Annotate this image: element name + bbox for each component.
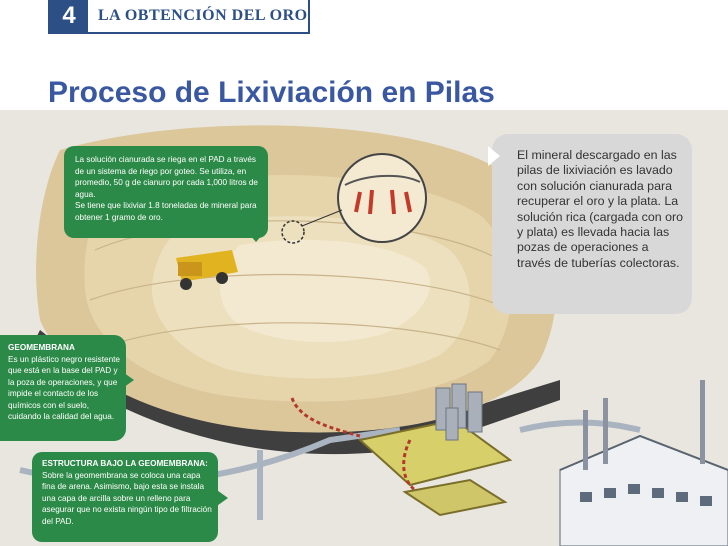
- solution-flow-arrow-2: [402, 439, 417, 492]
- arrow-right-icon: [488, 146, 500, 166]
- liner-structure-callout: ESTRUCTURA BAJO LA GEOMEMBRANA: Sobre la…: [32, 452, 218, 542]
- process-description-callout: El mineral descargado en las pilas de li…: [492, 134, 692, 314]
- process-description-text: El mineral descargado en las pilas de li…: [517, 148, 683, 270]
- callout-pointer: [214, 488, 228, 508]
- section-header: 4 LA OBTENCIÓN DEL ORO: [48, 0, 310, 34]
- process-plant-building: [559, 380, 728, 546]
- pregnant-solution-pool: [357, 418, 513, 487]
- geomembrane-liner: [30, 330, 560, 455]
- section-title: LA OBTENCIÓN DEL ORO: [98, 7, 308, 24]
- liner-structure-title: ESTRUCTURA BAJO LA GEOMEMBRANA:: [42, 459, 208, 468]
- irrigation-callout: La solución cianurada se riega en el PAD…: [64, 146, 268, 238]
- section-number: 4: [50, 0, 88, 32]
- page-title: Proceso de Lixiviación en Pilas: [48, 76, 495, 109]
- geomembrane-callout: GEOMEMBRANA Es un plástico negro resiste…: [0, 335, 126, 441]
- ore-ratio-text: Se tiene que lixiviar 1.8 toneladas de m…: [75, 201, 257, 222]
- geomembrane-title: GEOMEMBRANA: [8, 343, 75, 352]
- pile-top: [220, 239, 430, 343]
- geomembrane-text: Es un plástico negro resistente que está…: [8, 354, 120, 422]
- operations-pool: [402, 478, 508, 517]
- callout-pointer: [120, 370, 134, 390]
- haul-truck-icon: [176, 250, 238, 290]
- callout-pointer: [244, 228, 268, 242]
- processing-tanks: [435, 383, 483, 441]
- liner-structure-text: Sobre la geomembrana se coloca una capa …: [42, 470, 212, 526]
- solution-flow-arrow-1: [290, 397, 361, 438]
- drip-irrigation-detail-icon: [281, 153, 427, 244]
- irrigation-text: La solución cianurada se riega en el PAD…: [75, 155, 258, 199]
